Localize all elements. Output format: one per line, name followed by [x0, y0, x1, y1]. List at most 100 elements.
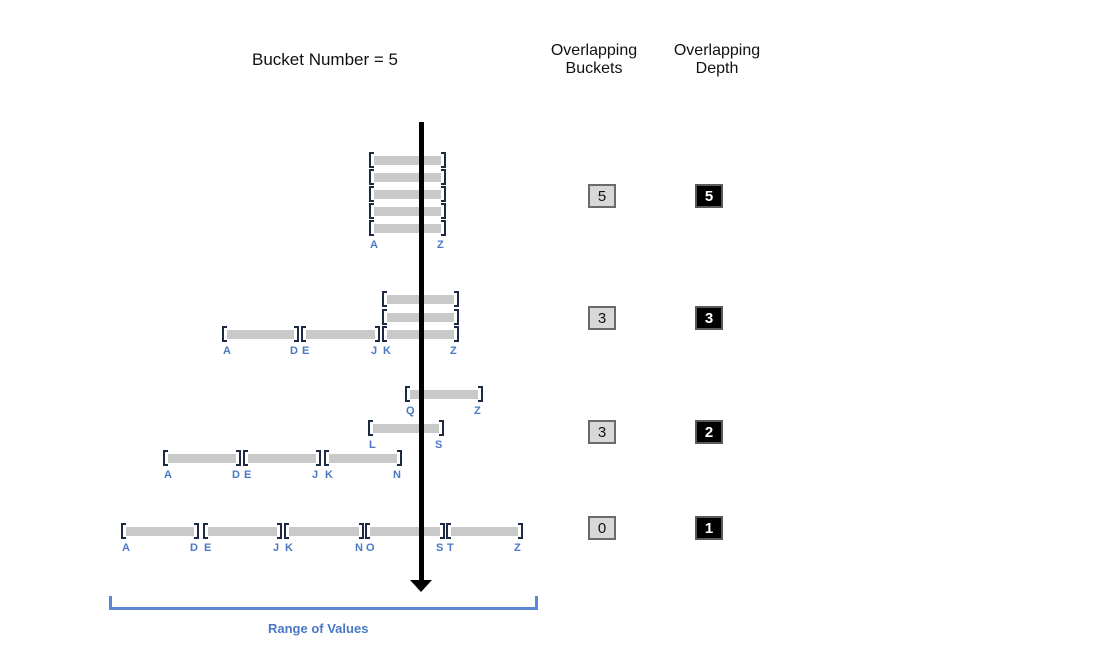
arrow-down-icon — [410, 580, 432, 592]
bucket-start-label: O — [366, 542, 375, 554]
bucket-bar — [370, 527, 440, 536]
overlapping-depth-value: 5 — [695, 184, 723, 208]
bucket-end-label: S — [436, 542, 444, 554]
bucket-start-label: A — [122, 542, 130, 554]
bucket-range — [203, 523, 282, 539]
bucket-end-label: D — [290, 345, 298, 357]
bucket-bar — [410, 390, 478, 399]
bucket-bar — [248, 454, 316, 463]
bucket-range — [446, 523, 523, 539]
right-bracket-icon — [454, 309, 459, 325]
overlapping-buckets-value: 5 — [588, 184, 616, 208]
left-bracket-icon — [365, 523, 370, 539]
bucket-bar — [374, 156, 441, 165]
left-bracket-icon — [446, 523, 451, 539]
bucket-range — [301, 326, 380, 342]
overlapping-depth-value: 2 — [695, 420, 723, 444]
right-bracket-icon — [194, 523, 199, 539]
bucket-range — [369, 220, 446, 236]
bucket-range — [369, 186, 446, 202]
left-bracket-icon — [369, 203, 374, 219]
bucket-bar — [289, 527, 359, 536]
bucket-bar — [306, 330, 375, 339]
left-bracket-icon — [382, 291, 387, 307]
bucket-end-label: N — [355, 542, 363, 554]
bucket-start-label: Q — [406, 405, 415, 417]
overlapping-buckets-value: 3 — [588, 420, 616, 444]
bucket-range — [121, 523, 199, 539]
right-bracket-icon — [441, 152, 446, 168]
bucket-range — [222, 326, 299, 342]
right-bracket-icon — [439, 420, 444, 436]
bucket-range — [369, 169, 446, 185]
bucket-bar — [374, 190, 441, 199]
bucket-start-label: E — [244, 469, 252, 481]
bucket-range — [369, 152, 446, 168]
bucket-end-label: Z — [514, 542, 521, 554]
right-bracket-icon — [359, 523, 364, 539]
bucket-start-label: L — [369, 439, 376, 451]
right-bracket-icon — [454, 326, 459, 342]
bucket-range — [324, 450, 402, 466]
right-bracket-icon — [277, 523, 282, 539]
bucket-range — [163, 450, 241, 466]
left-bracket-icon — [369, 152, 374, 168]
left-bracket-icon — [382, 309, 387, 325]
left-bracket-icon — [301, 326, 306, 342]
right-bracket-icon — [441, 203, 446, 219]
bucket-end-label: D — [190, 542, 198, 554]
left-bracket-icon — [203, 523, 208, 539]
bucket-start-label: A — [164, 469, 172, 481]
bucket-range — [368, 420, 444, 436]
left-bracket-icon — [405, 386, 410, 402]
overlapping-buckets-header-text: Overlapping Buckets — [550, 42, 638, 77]
range-of-values-label: Range of Values — [268, 621, 369, 636]
bucket-start-label: A — [223, 345, 231, 357]
bucket-bar — [374, 224, 441, 233]
bucket-end-label: J — [371, 345, 378, 357]
bucket-range — [365, 523, 445, 539]
left-bracket-icon — [368, 420, 373, 436]
bucket-range — [405, 386, 483, 402]
bucket-start-label: E — [302, 345, 310, 357]
bucket-bar — [126, 527, 194, 536]
diagram-title: Bucket Number = 5 — [252, 50, 398, 69]
right-bracket-icon — [375, 326, 380, 342]
left-bracket-icon — [284, 523, 289, 539]
bucket-end-label: J — [273, 542, 280, 554]
bucket-range — [243, 450, 321, 466]
left-bracket-icon — [121, 523, 126, 539]
bucket-start-label: K — [285, 542, 293, 554]
bucket-end-label: S — [435, 439, 443, 451]
right-bracket-icon — [478, 386, 483, 402]
right-bracket-icon — [454, 291, 459, 307]
overlapping-depth-value: 3 — [695, 306, 723, 330]
bucket-bar — [208, 527, 277, 536]
overlapping-depth-header-text: Overlapping Depth — [673, 42, 761, 77]
bucket-start-label: K — [383, 345, 391, 357]
bucket-start-label: A — [370, 239, 378, 251]
range-bracket — [109, 596, 538, 610]
bucket-end-label: D — [232, 469, 240, 481]
right-bracket-icon — [236, 450, 241, 466]
bucket-start-label: K — [325, 469, 333, 481]
left-bracket-icon — [382, 326, 387, 342]
right-bracket-icon — [441, 220, 446, 236]
right-bracket-icon — [441, 169, 446, 185]
bucket-bar — [168, 454, 236, 463]
bucket-end-label: Z — [437, 239, 444, 251]
bucket-start-label: T — [447, 542, 454, 554]
bucket-bar — [374, 207, 441, 216]
right-bracket-icon — [397, 450, 402, 466]
overlapping-buckets-value: 3 — [588, 306, 616, 330]
right-bracket-icon — [440, 523, 445, 539]
bucket-bar — [373, 424, 439, 433]
vertical-axis-line — [419, 122, 424, 582]
left-bracket-icon — [369, 169, 374, 185]
bucket-end-label: Z — [450, 345, 457, 357]
left-bracket-icon — [163, 450, 168, 466]
left-bracket-icon — [369, 186, 374, 202]
left-bracket-icon — [369, 220, 374, 236]
right-bracket-icon — [518, 523, 523, 539]
left-bracket-icon — [243, 450, 248, 466]
